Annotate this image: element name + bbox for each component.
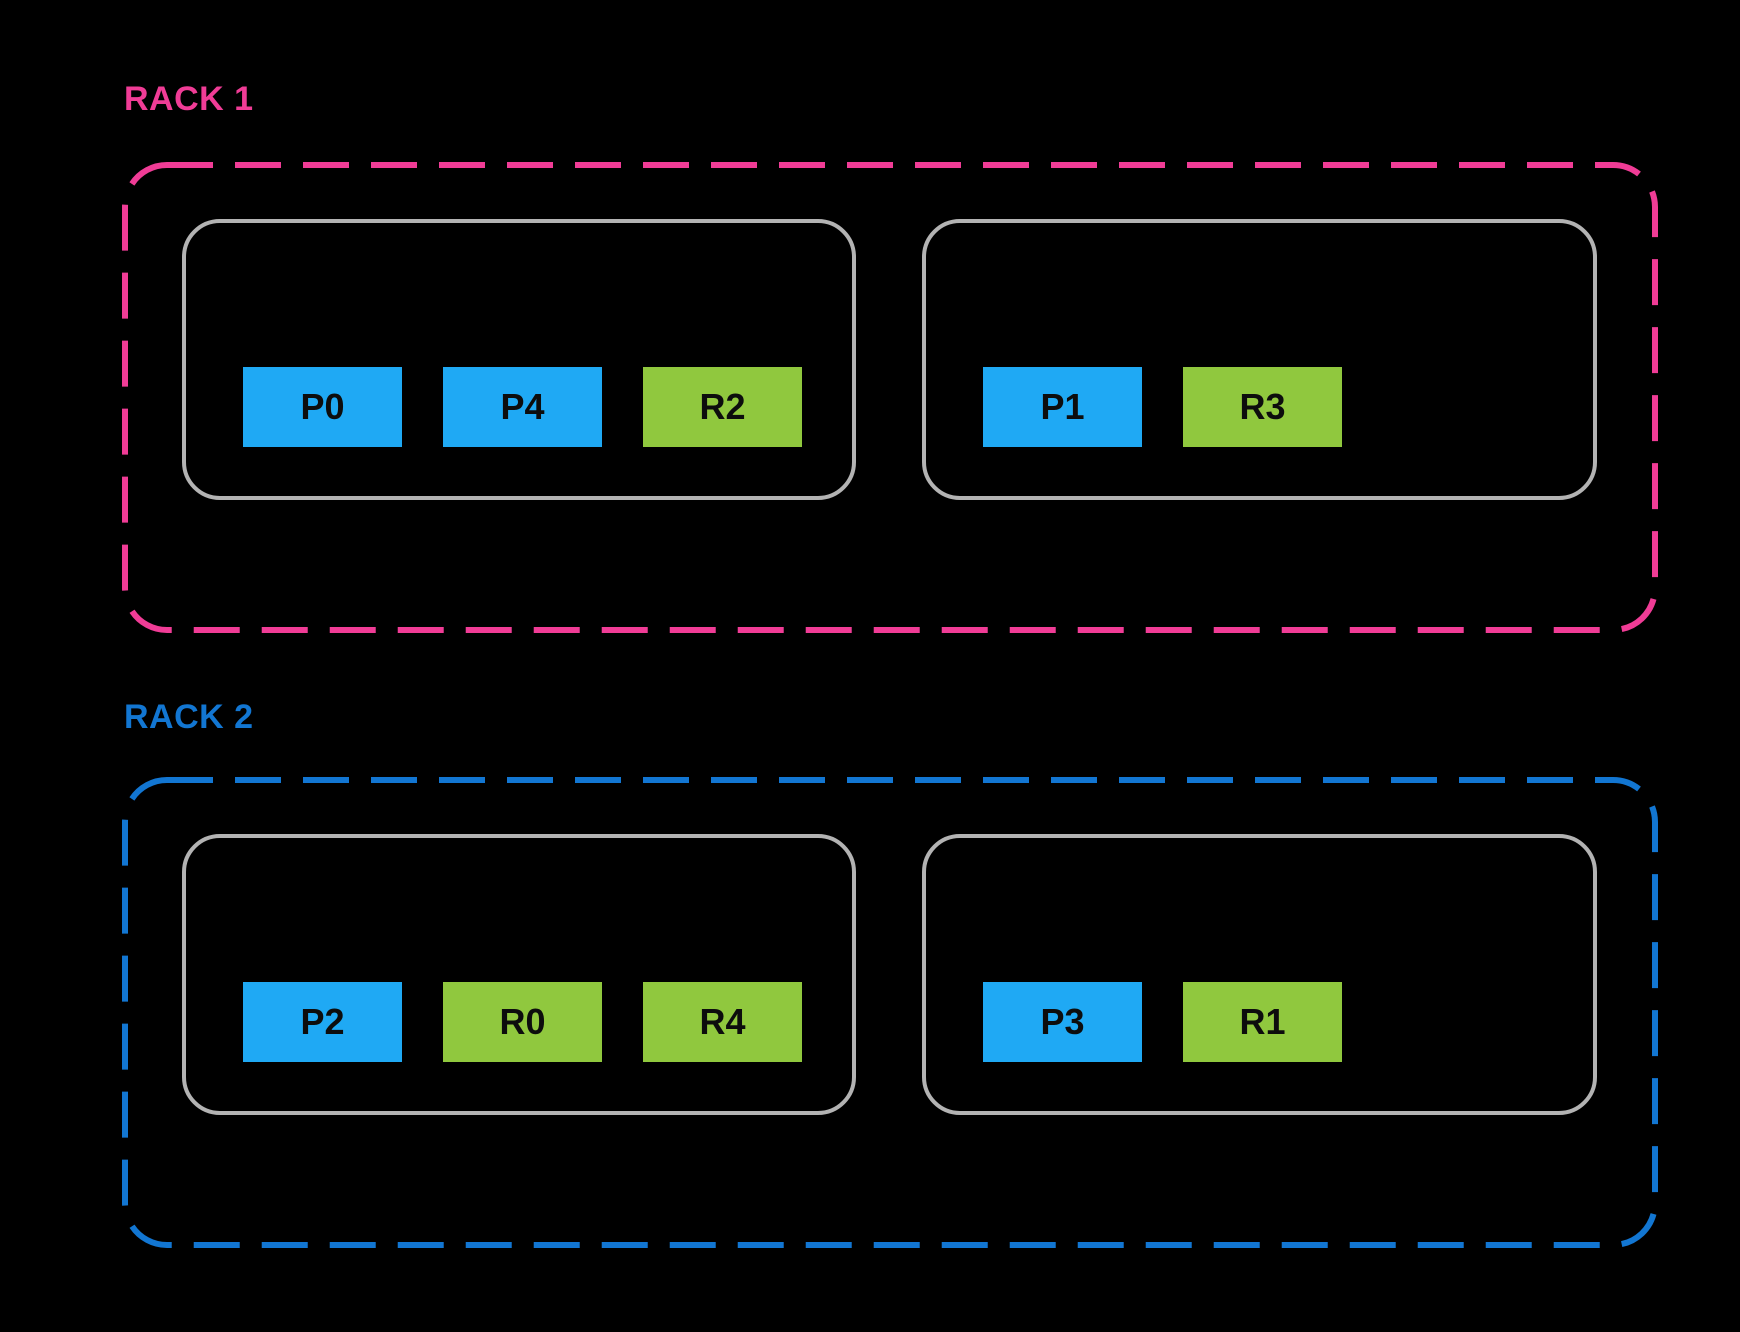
replica-block: R0 bbox=[443, 982, 602, 1062]
partition-block: P1 bbox=[983, 367, 1142, 447]
rack-1-node-2: P1 R3 bbox=[922, 219, 1597, 500]
partition-block-label: P2 bbox=[300, 1001, 345, 1042]
rack-1-node-2-blocks: P1 R3 bbox=[983, 367, 1342, 447]
replica-block-label: R4 bbox=[699, 1001, 746, 1042]
replica-block: R3 bbox=[1183, 367, 1342, 447]
replica-block: R1 bbox=[1183, 982, 1342, 1062]
partition-block-label: P4 bbox=[500, 386, 545, 427]
rack-2-boundary: P2 R0 R4 P3 R1 bbox=[122, 777, 1658, 1248]
replica-block-label: R1 bbox=[1239, 1001, 1286, 1042]
partition-block: P4 bbox=[443, 367, 602, 447]
partition-block-label: P0 bbox=[300, 386, 345, 427]
partition-block-label: P3 bbox=[1040, 1001, 1085, 1042]
rack-1-node-1: P0 P4 R2 bbox=[182, 219, 856, 500]
rack-1-node-1-blocks: P0 P4 R2 bbox=[243, 367, 802, 447]
replica-block-label: R2 bbox=[699, 386, 746, 427]
rack-2-dashed-border bbox=[122, 777, 1658, 1248]
partition-block-label: P1 bbox=[1040, 386, 1085, 427]
replica-block: R2 bbox=[643, 367, 802, 447]
rack-2-node-1-blocks: P2 R0 R4 bbox=[243, 982, 802, 1062]
rack-2-node-2: P3 R1 bbox=[922, 834, 1597, 1115]
rack-2-node-2-blocks: P3 R1 bbox=[983, 982, 1342, 1062]
partition-block: P2 bbox=[243, 982, 402, 1062]
replica-block: R4 bbox=[643, 982, 802, 1062]
replica-block-label: R0 bbox=[499, 1001, 546, 1042]
replica-block-label: R3 bbox=[1239, 386, 1286, 427]
partition-block: P3 bbox=[983, 982, 1142, 1062]
partition-block: P0 bbox=[243, 367, 402, 447]
rack-2-node-1: P2 R0 R4 bbox=[182, 834, 856, 1115]
rack-1-label: RACK 1 bbox=[124, 80, 254, 118]
rack-1-boundary: P0 P4 R2 P1 R3 bbox=[122, 162, 1658, 633]
rack-2-label: RACK 2 bbox=[124, 698, 254, 736]
rack-1-dashed-border bbox=[122, 162, 1658, 633]
